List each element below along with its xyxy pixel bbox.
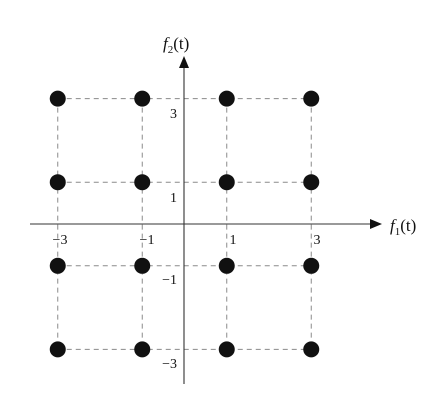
x-tick-labels: −3 −1 1 3 <box>53 233 321 248</box>
x-tick-label: −3 <box>53 233 68 248</box>
x-axis-label-base: f <box>390 216 397 235</box>
x-axis-label-arg: (t) <box>400 216 416 235</box>
x-tick-label: 3 <box>314 233 321 248</box>
y-axis-arrowhead <box>179 56 189 68</box>
y-tick-labels: 3 1 −1 −3 <box>162 107 177 372</box>
constellation-point <box>303 174 320 191</box>
constellation-point <box>49 257 66 274</box>
y-tick-label: −1 <box>162 273 177 288</box>
y-axis-label-sub: 2 <box>168 44 174 56</box>
constellation-point <box>303 257 320 274</box>
constellation-point <box>49 174 66 191</box>
x-tick-label: 1 <box>230 233 237 248</box>
constellation-point <box>218 341 235 358</box>
y-axis-label: f2(t) <box>163 34 189 56</box>
x-axis-label-sub: 1 <box>395 226 401 238</box>
constellation-point <box>49 341 66 358</box>
constellation-point <box>134 174 151 191</box>
y-tick-label: 3 <box>170 107 177 122</box>
constellation-point <box>218 257 235 274</box>
constellation-point <box>218 90 235 107</box>
constellation-point <box>303 90 320 107</box>
constellation-point <box>134 341 151 358</box>
x-axis-label: f1(t) <box>390 216 416 238</box>
constellation-point <box>218 174 235 191</box>
constellation-point <box>134 90 151 107</box>
y-tick-label: 1 <box>170 191 177 206</box>
constellation-points <box>49 90 320 358</box>
y-tick-label: −3 <box>162 357 177 372</box>
constellation-point <box>134 257 151 274</box>
x-tick-label: −1 <box>140 233 155 248</box>
x-axis-arrowhead <box>370 219 382 229</box>
constellation-point <box>49 90 66 107</box>
y-axis-label-arg: (t) <box>173 34 189 53</box>
y-axis-label-base: f <box>163 34 170 53</box>
constellation-point <box>303 341 320 358</box>
